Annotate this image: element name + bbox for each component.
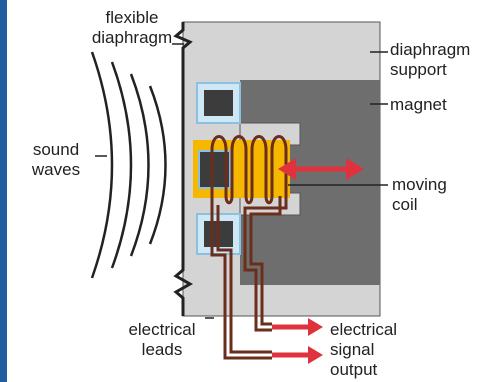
leader-lines [172,43,388,319]
output-arrows [272,318,323,364]
sound-waves [90,51,167,279]
label-moving-coil: moving coil [392,175,447,214]
flexible-diaphragm-line [173,22,194,316]
label-electrical-leads: electrical leads [128,320,196,359]
label-electrical-signal-output: electrical signal output [330,320,398,379]
electrical-leads [210,196,288,360]
left-edge-bar [0,0,7,382]
label-magnet: magnet [390,95,447,114]
magnet-block-top-core [204,90,233,116]
label-flexible-diaphragm: flexible diaphragm [91,8,173,47]
label-diaphragm-support: diaphragm support [390,40,471,79]
label-sound-waves: sound waves [31,140,81,179]
motion-arrow [278,158,364,180]
coil-windings [210,135,288,205]
